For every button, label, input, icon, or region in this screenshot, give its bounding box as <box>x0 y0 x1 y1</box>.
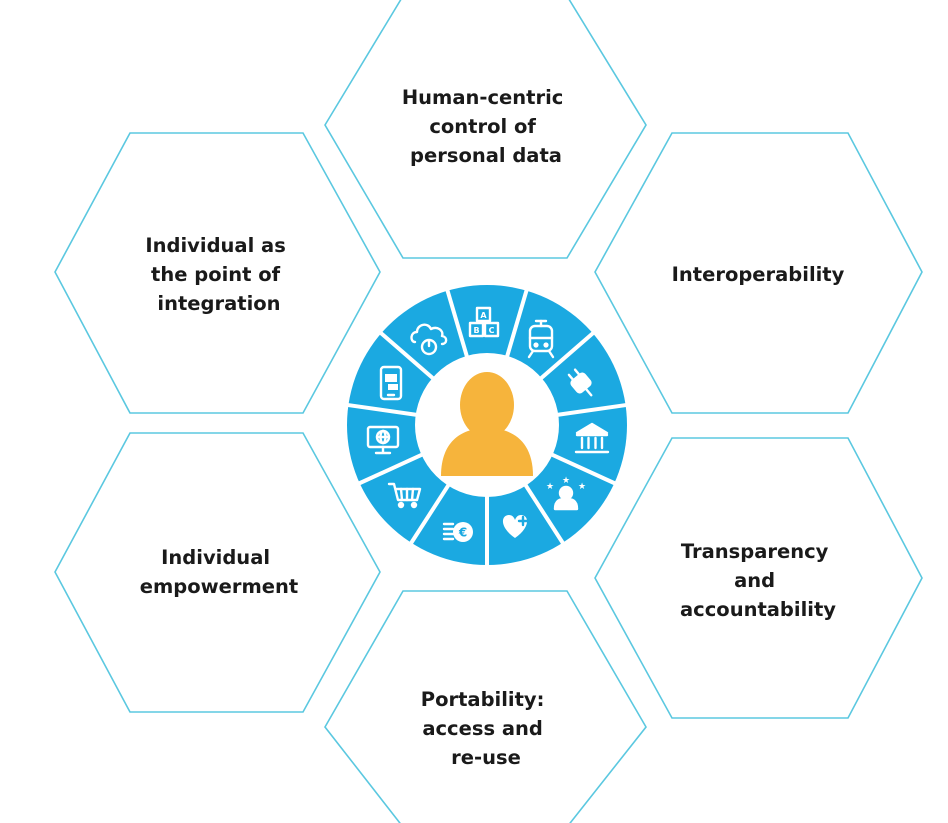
label-human-centric: Human-centric control of personal data <box>402 86 570 167</box>
wheel-divider <box>538 330 596 381</box>
svg-text:C: C <box>489 326 495 335</box>
label-interoperability: Interoperability <box>672 263 845 286</box>
wheel-divider <box>504 288 529 359</box>
train-icon <box>527 319 555 359</box>
hexagon-grid <box>54 0 923 823</box>
euro-coins-icon: € <box>442 522 473 542</box>
person-stars-icon: ★ ★ ★ <box>546 476 586 511</box>
wheel-divider <box>356 452 425 486</box>
hexagon-lower-right <box>594 437 923 719</box>
wheel-divider <box>445 288 470 359</box>
hexagon-bottom <box>324 590 647 823</box>
svg-text:B: B <box>473 326 479 335</box>
abc-blocks-icon: A B C <box>468 306 500 338</box>
center-wheel <box>346 285 628 567</box>
computer-globe-icon <box>366 425 400 455</box>
wheel-divider <box>346 402 418 417</box>
wheel-divider <box>556 402 628 417</box>
label-individual-empowerment: Individual empowerment <box>140 546 299 598</box>
svg-text:★: ★ <box>578 482 586 492</box>
wheel-dividers <box>346 288 628 567</box>
wheel-divider <box>523 482 566 546</box>
hexagon-upper-left <box>54 132 381 414</box>
person-icon <box>441 372 533 476</box>
svg-text:★: ★ <box>562 476 570 486</box>
label-individual-integration: Individual as the point of integration <box>145 234 292 315</box>
hexagon-lower-left <box>54 432 381 713</box>
cloud-power-icon <box>410 323 448 356</box>
shopping-cart-icon <box>387 482 422 509</box>
plug-icon <box>567 368 593 397</box>
tablet-chat-icon <box>379 365 403 401</box>
svg-text:A: A <box>480 311 487 320</box>
bank-icon <box>574 422 610 454</box>
label-portability: Portability: access and re-use <box>421 688 551 769</box>
principle-labels: Human-centric control of personal data I… <box>140 86 845 769</box>
svg-text:€: € <box>458 526 467 540</box>
label-transparency-accountability: Transparency and accountability <box>680 540 836 621</box>
wheel-divider <box>408 482 451 546</box>
wheel-icons: A B C <box>366 306 610 542</box>
hexagon-top <box>324 0 647 259</box>
svg-text:★: ★ <box>546 482 554 492</box>
heart-health-icon <box>502 515 529 538</box>
wheel-divider <box>378 330 436 381</box>
hexagon-upper-right <box>594 132 923 414</box>
wheel-divider <box>549 452 618 486</box>
